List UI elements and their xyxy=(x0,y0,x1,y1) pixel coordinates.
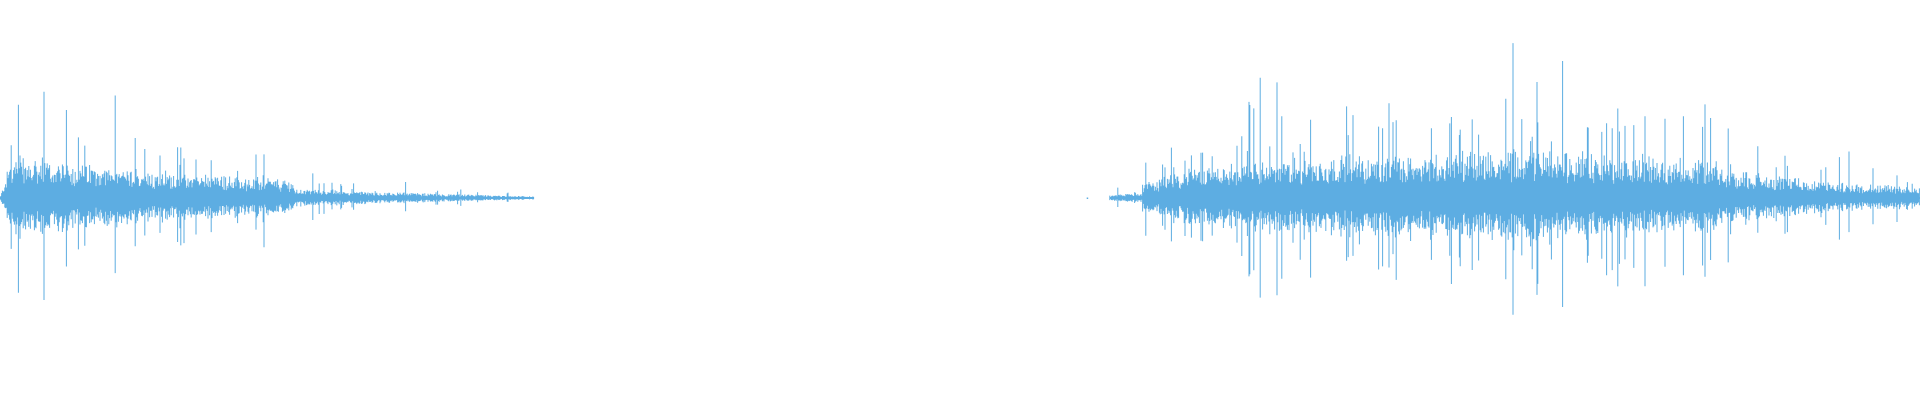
waveform-trace xyxy=(0,91,535,300)
waveform-segment-2 xyxy=(1109,43,1920,315)
waveform-segment-1 xyxy=(0,91,535,300)
waveform-trace xyxy=(1109,43,1920,315)
waveform-artifact-dot xyxy=(1086,197,1089,199)
waveform-samples xyxy=(0,43,1920,315)
